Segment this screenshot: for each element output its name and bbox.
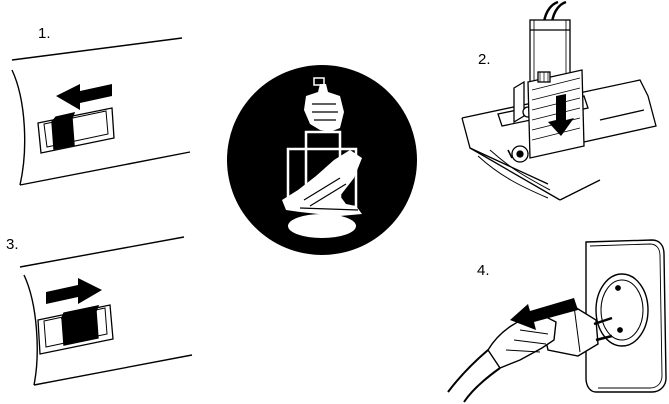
switch-arrow-left-icon	[12, 38, 190, 185]
router-base-arrow-down-icon	[462, 2, 656, 200]
step-1-number: 1.	[38, 26, 51, 41]
step-3-number: 3.	[6, 237, 19, 252]
step-2-number: 2.	[478, 52, 491, 67]
switch-arrow-right-icon	[20, 237, 192, 385]
hands-on-handles-icon	[227, 65, 417, 255]
step-4-number: 4.	[477, 263, 490, 278]
